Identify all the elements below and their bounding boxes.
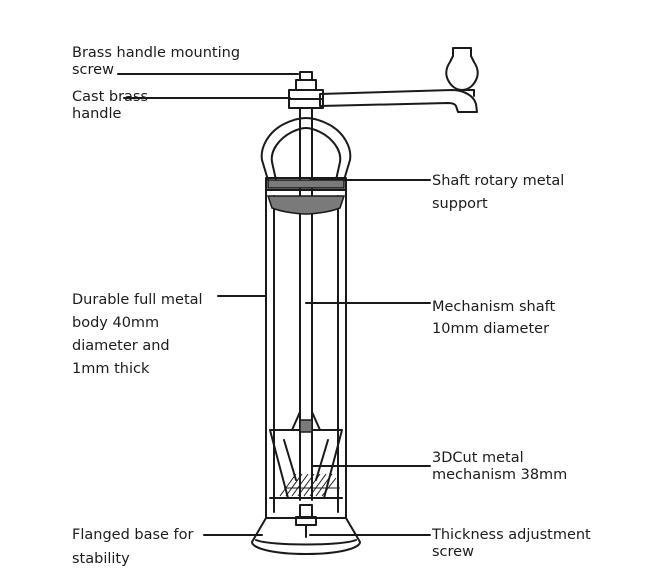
dome — [260, 117, 352, 181]
central-shaft — [299, 107, 313, 471]
support-band-1 — [267, 179, 345, 189]
label-handle-screw-line2: screw — [72, 62, 114, 78]
label-base-line1: Flanged base for — [72, 527, 194, 543]
crank-arm — [319, 89, 478, 113]
shaft-coupling — [299, 419, 313, 433]
label-body-line2: body 40mm — [72, 315, 160, 331]
flanged-base — [251, 517, 361, 555]
body-tube-inner — [273, 195, 339, 513]
label-adjust-screw-line2: screw — [432, 544, 474, 560]
body-tube-outer — [265, 189, 347, 519]
handle-knob — [445, 47, 479, 91]
label-cast-handle: Cast brass handle — [72, 89, 148, 123]
label-body-line1: Durable full metal — [72, 292, 203, 308]
label-mechanism-line2: mechanism 38mm — [432, 467, 568, 483]
label-mechanism: 3DCut metal mechanism 38mm — [432, 450, 567, 484]
label-mech-shaft-line2: 10mm diameter — [432, 321, 550, 337]
label-mech-shaft-line1: Mechanism shaft — [432, 299, 556, 315]
label-shaft-support-line1: Shaft rotary metal — [432, 173, 565, 189]
label-body-line4: 1mm thick — [72, 361, 150, 377]
label-cast-handle-line2: handle — [72, 106, 122, 122]
label-cast-handle-line1: Cast brass — [72, 89, 149, 105]
top-screw — [299, 71, 313, 81]
support-band-2 — [266, 195, 346, 215]
label-mechanism-line1: 3DCut metal — [432, 450, 524, 466]
adjust-screw — [295, 504, 317, 526]
knob-neck — [457, 89, 475, 97]
top-nut — [295, 79, 317, 91]
cone-hatching — [279, 473, 340, 497]
label-base: Flanged base for stability — [72, 523, 194, 571]
handle-hub — [288, 89, 324, 109]
label-adjust-screw-line1: Thickness adjustment — [432, 527, 591, 543]
label-body-line3: diameter and — [72, 338, 170, 354]
label-handle-screw: Brass handle mounting screw — [72, 45, 240, 79]
label-shaft-support-line2: support — [432, 196, 488, 212]
label-body: Durable full metal body 40mm diameter an… — [72, 289, 203, 381]
label-mech-shaft: Mechanism shaft 10mm diameter — [432, 296, 555, 340]
label-base-line2: stability — [72, 551, 130, 567]
label-shaft-support: Shaft rotary metal support — [432, 173, 564, 213]
label-handle-screw-line1: Brass handle mounting — [72, 45, 241, 61]
label-adjust-screw: Thickness adjustment screw — [432, 527, 591, 561]
